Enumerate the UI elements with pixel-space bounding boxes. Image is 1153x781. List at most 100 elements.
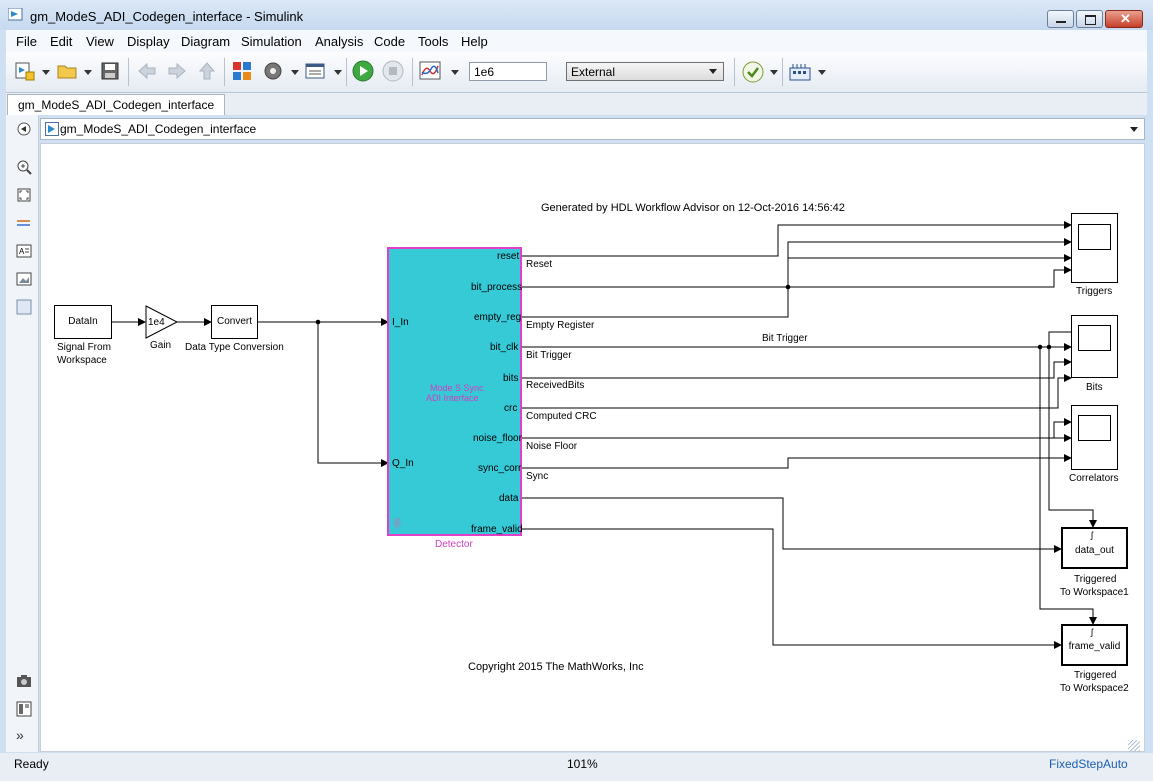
model-advisor-check-icon[interactable]: [741, 60, 765, 84]
explorer-caret-icon[interactable]: [334, 70, 342, 75]
detector-port-frame-valid: frame_valid: [471, 524, 523, 535]
hide-browser-icon[interactable]: [16, 121, 32, 137]
save-icon[interactable]: [99, 60, 121, 82]
run-icon[interactable]: [352, 60, 374, 82]
detector-port-i-in: I_In: [392, 317, 409, 328]
detector-label: Detector: [435, 539, 473, 550]
image-icon[interactable]: [16, 271, 32, 287]
maximize-button[interactable]: [1076, 10, 1103, 28]
menu-edit[interactable]: Edit: [50, 34, 73, 49]
convert-label: Data Type Conversion: [185, 342, 284, 353]
toolbar-separator: [734, 58, 735, 86]
signal-label-empty-register: Empty Register: [526, 320, 595, 331]
forward-arrow-icon[interactable]: [166, 60, 188, 82]
open-caret-icon[interactable]: [84, 70, 92, 75]
address-dropdown-icon[interactable]: [1130, 127, 1138, 132]
model-explorer-icon[interactable]: [304, 60, 326, 82]
window-title: gm_ModeS_ADI_Codegen_interface - Simulin…: [30, 9, 304, 24]
resize-grip-icon[interactable]: [1128, 740, 1140, 752]
model-browser-icon[interactable]: [16, 701, 32, 717]
correlators-scope-screen: [1078, 415, 1111, 441]
annotation-icon[interactable]: A: [16, 243, 32, 259]
tab-strip: [6, 93, 1147, 115]
detector-port-bit-clk: bit_clk: [490, 342, 519, 353]
advisor-caret-icon[interactable]: [770, 70, 778, 75]
menu-analysis[interactable]: Analysis: [315, 34, 364, 49]
triggers-label: Triggers: [1076, 286, 1113, 297]
menu-view[interactable]: View: [86, 34, 114, 49]
copyright-note: Copyright 2015 The MathWorks, Inc: [468, 661, 644, 673]
minimize-button[interactable]: [1047, 10, 1074, 28]
title-bar: gm_ModeS_ADI_Codegen_interface - Simulin…: [0, 0, 1153, 30]
svg-text:A: A: [19, 247, 25, 256]
bits-scope[interactable]: [1071, 315, 1118, 378]
menu-tools[interactable]: Tools: [418, 34, 449, 49]
signal-label-bit-trigger-2: Bit Trigger: [762, 333, 808, 344]
detector-port-crc: crc: [504, 403, 518, 414]
up-arrow-icon[interactable]: [196, 60, 218, 82]
address-bar[interactable]: [40, 118, 1145, 140]
status-bar: [0, 753, 1153, 781]
menu-simulation[interactable]: Simulation: [241, 34, 302, 49]
diagram-canvas[interactable]: [40, 143, 1145, 752]
zoom-in-icon[interactable]: [16, 159, 32, 175]
data-out-block[interactable]: ʃ data_out: [1061, 527, 1128, 569]
bits-label: Bits: [1086, 382, 1103, 393]
frame-valid-text: frame_valid: [1068, 641, 1121, 652]
settings-caret-icon[interactable]: [291, 70, 299, 75]
detector-port-sync-corr: sync_corr: [478, 463, 522, 474]
toolbar-separator: [224, 58, 225, 86]
trigger-icon: ʃ: [1091, 627, 1093, 637]
stop-time-input[interactable]: 1e6: [469, 62, 547, 81]
signal-label-sync: Sync: [526, 471, 549, 482]
library-browser-icon[interactable]: [231, 60, 253, 82]
data-inspector-icon[interactable]: [419, 60, 441, 82]
expand-chevron-icon[interactable]: »: [16, 727, 24, 743]
left-palette: A »: [6, 115, 39, 752]
signal-from-label-2: Workspace: [57, 355, 107, 366]
convert-block[interactable]: Convert: [211, 305, 258, 339]
simulation-mode-select[interactable]: External: [566, 62, 724, 81]
model-settings-gear-icon[interactable]: [262, 60, 284, 82]
detector-port-bit-process: bit_process: [471, 282, 523, 293]
data-out-label-2: To Workspace1: [1060, 587, 1129, 598]
new-model-caret-icon[interactable]: [42, 70, 50, 75]
stop-icon[interactable]: [382, 60, 404, 82]
status-zoom: 101%: [567, 757, 598, 771]
area-icon[interactable]: [16, 299, 32, 315]
toolbar-separator: [412, 58, 413, 86]
gain-block-shape[interactable]: [145, 305, 179, 339]
build-caret-icon[interactable]: [818, 70, 826, 75]
back-arrow-icon[interactable]: [136, 60, 158, 82]
mode-dropdown-icon: [709, 69, 717, 74]
bits-scope-screen: [1078, 325, 1111, 351]
open-folder-icon[interactable]: [56, 60, 78, 82]
new-model-icon[interactable]: [14, 60, 36, 82]
hdl-build-icon[interactable]: [788, 60, 812, 84]
detector-inner-text-1: Mode S Sync: [430, 383, 484, 393]
status-solver[interactable]: FixedStepAuto: [1049, 757, 1128, 771]
inspector-caret-icon[interactable]: [451, 70, 459, 75]
menu-file[interactable]: File: [16, 34, 37, 49]
tab-model[interactable]: gm_ModeS_ADI_Codegen_interface: [7, 94, 226, 115]
close-button[interactable]: ✕: [1105, 10, 1143, 28]
fit-to-view-icon[interactable]: [16, 187, 32, 203]
signal-from-workspace-block[interactable]: DataIn: [54, 305, 112, 339]
frame-valid-block[interactable]: ʃ frame_valid: [1061, 624, 1128, 666]
triggers-scope[interactable]: [1071, 213, 1118, 283]
detector-block[interactable]: [387, 247, 522, 536]
menu-code[interactable]: Code: [374, 34, 406, 49]
generated-note: Generated by HDL Workflow Advisor on 12-…: [541, 202, 845, 214]
menu-display[interactable]: Display: [127, 34, 170, 49]
address-path: gm_ModeS_ADI_Codegen_interface: [60, 122, 257, 136]
menu-diagram[interactable]: Diagram: [181, 34, 231, 49]
camera-icon[interactable]: [16, 673, 32, 689]
menu-help[interactable]: Help: [461, 34, 488, 49]
data-out-label-1: Triggered: [1074, 574, 1117, 585]
simulation-mode-value: External: [571, 65, 616, 79]
correlators-scope[interactable]: [1071, 405, 1118, 470]
signal-label-bit-trigger: Bit Trigger: [526, 350, 572, 361]
simulink-app-icon: [8, 8, 23, 21]
arrow-right-icon[interactable]: [16, 215, 32, 231]
detector-port-q-in: Q_In: [392, 458, 414, 469]
